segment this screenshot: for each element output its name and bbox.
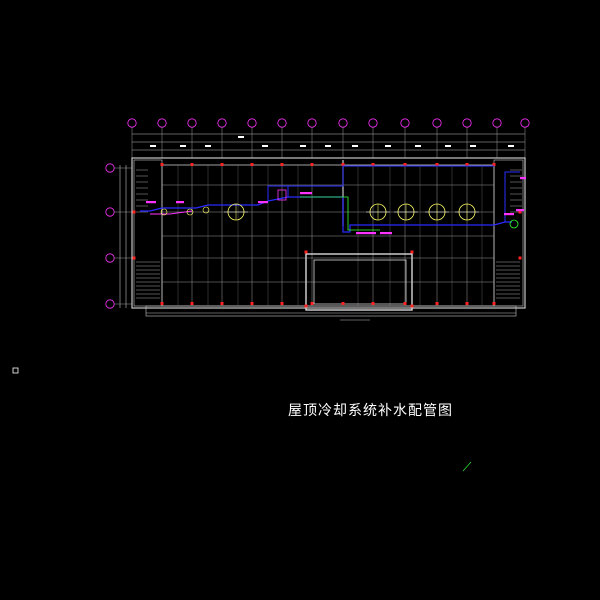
- column: [371, 163, 375, 166]
- dimension-text: [352, 145, 358, 147]
- top-dimension-lines: [132, 133, 525, 151]
- column: [310, 302, 314, 305]
- pipe-label: [520, 177, 526, 180]
- drawing-title: 屋顶冷却系统补水配管图: [288, 403, 453, 419]
- column: [403, 302, 407, 305]
- building-outline: [131, 157, 526, 317]
- column: [132, 256, 136, 260]
- column: [280, 163, 284, 166]
- column: [341, 163, 345, 166]
- left-dimension-lines: [119, 165, 127, 308]
- interior-grid: [162, 165, 494, 306]
- pipe-label: [356, 232, 376, 235]
- pipe-label: [380, 232, 392, 235]
- blue-pipe-loop: [267, 185, 289, 201]
- column: [220, 302, 224, 305]
- column: [341, 302, 345, 305]
- column: [280, 302, 284, 305]
- column: [160, 163, 164, 166]
- column: [250, 163, 254, 166]
- dimension-text: [415, 145, 421, 147]
- valve: [202, 206, 210, 214]
- magenta-pipe: [150, 210, 193, 215]
- pipe-label: [300, 192, 312, 195]
- pipe-label: [516, 209, 524, 212]
- blue-pipe-riser: [504, 171, 520, 222]
- dimension-text: [150, 145, 156, 147]
- dimension-text: [470, 145, 476, 147]
- column: [435, 163, 439, 166]
- dimension-text: [238, 136, 244, 138]
- column: [518, 256, 522, 260]
- bottom-dimension-line: [146, 312, 516, 321]
- column: [220, 163, 224, 166]
- column: [190, 302, 194, 305]
- leader-line: [462, 461, 472, 472]
- cooling-tower-units: [160, 189, 519, 229]
- stair-hatching: [136, 169, 522, 299]
- top-axis-bubbles: [127, 118, 530, 158]
- blue-pipe-north: [288, 165, 494, 187]
- column: [304, 250, 308, 254]
- dimension-text: [508, 145, 514, 147]
- insertion-marker: [12, 367, 19, 374]
- column: [518, 210, 522, 214]
- dimension-text: [385, 145, 391, 147]
- column: [492, 302, 496, 305]
- valve: [186, 208, 194, 216]
- column: [410, 304, 414, 308]
- left-axis-bubbles: [105, 163, 132, 309]
- dimension-text: [445, 145, 451, 147]
- central-core: [305, 253, 413, 311]
- column: [310, 163, 314, 166]
- column: [465, 302, 469, 305]
- pipe-label: [176, 201, 184, 204]
- pipe-label: [258, 201, 268, 204]
- dimension-text: [300, 145, 306, 147]
- green-pipe: [300, 196, 380, 231]
- pipe-label: [504, 213, 514, 216]
- pipe-label: [146, 201, 156, 204]
- dimension-text: [180, 145, 186, 147]
- dimension-text: [325, 145, 331, 147]
- valve: [160, 208, 168, 216]
- structural-columns: [132, 163, 522, 308]
- water-tank: [277, 189, 287, 201]
- column: [160, 302, 164, 305]
- column: [410, 250, 414, 254]
- column: [371, 302, 375, 305]
- column: [132, 210, 136, 214]
- blue-pipe-west: [140, 196, 343, 212]
- column: [304, 304, 308, 308]
- makeup-water-pipes: [140, 165, 520, 233]
- column: [465, 163, 469, 166]
- dimension-text: [205, 145, 211, 147]
- dimension-text: [262, 145, 268, 147]
- pump: [509, 219, 519, 229]
- column: [435, 302, 439, 305]
- top-dimension-marks: [150, 136, 514, 147]
- column: [492, 163, 496, 166]
- column: [403, 163, 407, 166]
- pipe-labels: [146, 177, 526, 235]
- column: [190, 163, 194, 166]
- column: [250, 302, 254, 305]
